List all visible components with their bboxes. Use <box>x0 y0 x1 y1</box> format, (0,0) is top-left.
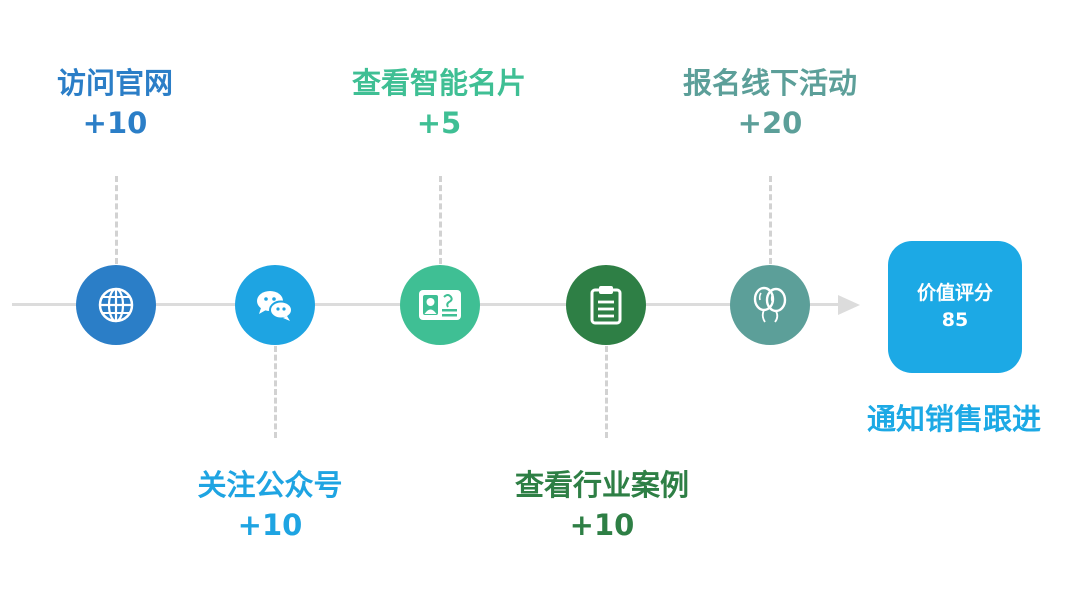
score-label: 价值评分 <box>916 282 993 304</box>
step-title: 报名线下活动 <box>682 66 857 100</box>
timeline-arrow-icon <box>838 295 860 315</box>
step-node-1 <box>76 265 156 345</box>
step-node-2 <box>235 265 315 345</box>
connector-step-3 <box>439 176 442 264</box>
step-node-4 <box>566 265 646 345</box>
step-points: +10 <box>82 106 148 140</box>
step-points: +20 <box>737 106 803 140</box>
business-card-icon <box>419 290 461 320</box>
step-label-5: 报名线下活动 +20 <box>650 63 890 143</box>
connector-step-2 <box>274 346 277 438</box>
balloons-icon <box>753 286 787 323</box>
globe-icon <box>98 287 134 323</box>
score-value: 85 <box>941 309 969 331</box>
step-title: 访问官网 <box>56 66 173 100</box>
wechat-icon <box>257 291 293 321</box>
step-label-3: 查看智能名片 +5 <box>319 63 559 143</box>
step-title: 关注公众号 <box>197 468 343 502</box>
step-node-5 <box>730 265 810 345</box>
step-points: +5 <box>416 106 462 140</box>
step-label-1: 访问官网 +10 <box>15 63 215 143</box>
step-label-2: 关注公众号 +10 <box>170 465 370 545</box>
clipboard-icon <box>590 286 622 325</box>
step-label-4: 查看行业案例 +10 <box>482 465 722 545</box>
step-points: +10 <box>569 508 635 542</box>
step-title: 查看行业案例 <box>514 468 689 502</box>
step-title: 查看智能名片 <box>351 66 526 100</box>
value-score-box: 价值评分 85 <box>888 241 1022 373</box>
step-points: +10 <box>237 508 303 542</box>
notify-sales-label: 通知销售跟进 <box>866 402 1041 436</box>
connector-step-1 <box>115 176 118 264</box>
connector-step-4 <box>605 346 608 438</box>
step-node-3 <box>400 265 480 345</box>
connector-step-5 <box>769 176 772 264</box>
